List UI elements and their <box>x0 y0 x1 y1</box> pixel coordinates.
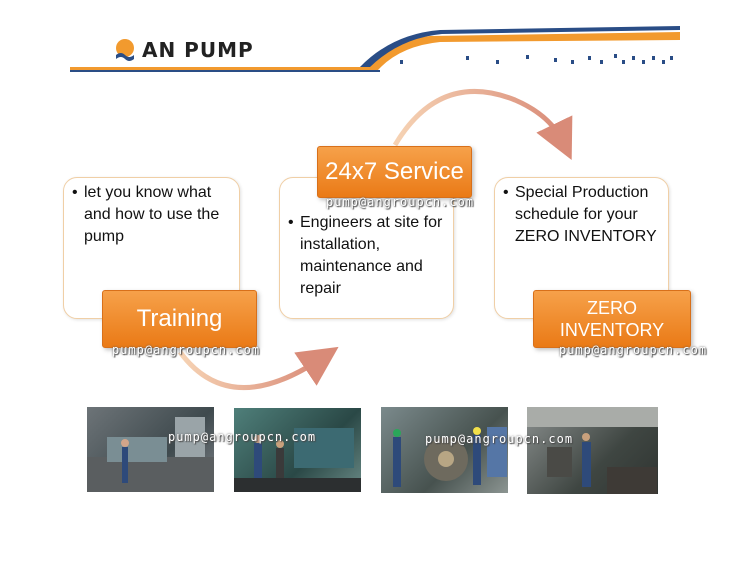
logo: AN PUMP <box>112 36 254 64</box>
site-photo-3 <box>381 407 508 493</box>
site-photo-2 <box>234 408 361 492</box>
site-photo-4 <box>527 407 658 494</box>
arrow-training-to-service <box>177 346 339 390</box>
watermark: pump@angroupcn.com <box>559 343 708 357</box>
site-photo-2-art <box>234 428 361 492</box>
watermark: pump@angroupcn.com <box>425 432 574 446</box>
training-bullet: •let you know what and how to use the pu… <box>72 184 220 245</box>
inventory-bullet-text: Special Production schedule for your ZER… <box>515 184 657 245</box>
service-card <box>279 177 454 319</box>
site-photo-3-art <box>393 427 507 487</box>
training-bullet-text: let you know what and how to use the pum… <box>84 184 220 245</box>
site-photo-1-art <box>87 417 214 492</box>
training-label: Training <box>102 290 257 348</box>
header-banner <box>70 26 680 72</box>
arrow-service-to-inventory <box>392 88 573 161</box>
inventory-label: ZERO INVENTORY <box>533 290 691 348</box>
watermark: pump@angroupcn.com <box>326 195 475 209</box>
logo-text: AN PUMP <box>142 38 254 62</box>
service-bullet: •Engineers at site for installation, mai… <box>288 214 443 297</box>
watermark: pump@angroupcn.com <box>168 430 317 444</box>
logo-icon <box>116 39 134 61</box>
site-photo-1 <box>87 407 214 492</box>
service-bullet-text: Engineers at site for installation, main… <box>300 214 443 297</box>
service-label: 24x7 Service <box>317 146 472 198</box>
inventory-bullet: •Special Production schedule for your ZE… <box>503 184 657 245</box>
watermark: pump@angroupcn.com <box>112 343 261 357</box>
site-photo-4-art <box>527 407 658 494</box>
